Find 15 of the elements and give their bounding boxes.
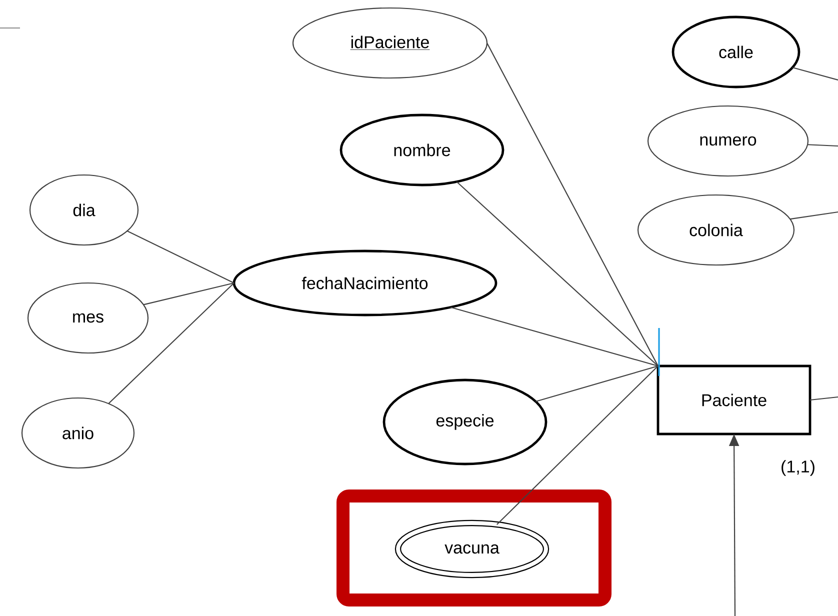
- connector-line: [486, 42, 658, 366]
- highlight-frame: [336, 490, 612, 606]
- connector-line: [108, 282, 234, 404]
- connector-line: [456, 181, 658, 366]
- entity-box: Paciente: [656, 364, 812, 436]
- connector-line: [790, 211, 838, 220]
- connector-line: [536, 365, 658, 402]
- connector-line: [808, 144, 838, 147]
- connector-line: [126, 230, 234, 284]
- connector-line: [496, 366, 658, 525]
- connector-line: [792, 66, 838, 81]
- connector-line: [810, 396, 838, 401]
- cardinality-label: (1,1): [782, 460, 814, 476]
- connector-line: [143, 282, 234, 306]
- connector-line: [450, 306, 658, 367]
